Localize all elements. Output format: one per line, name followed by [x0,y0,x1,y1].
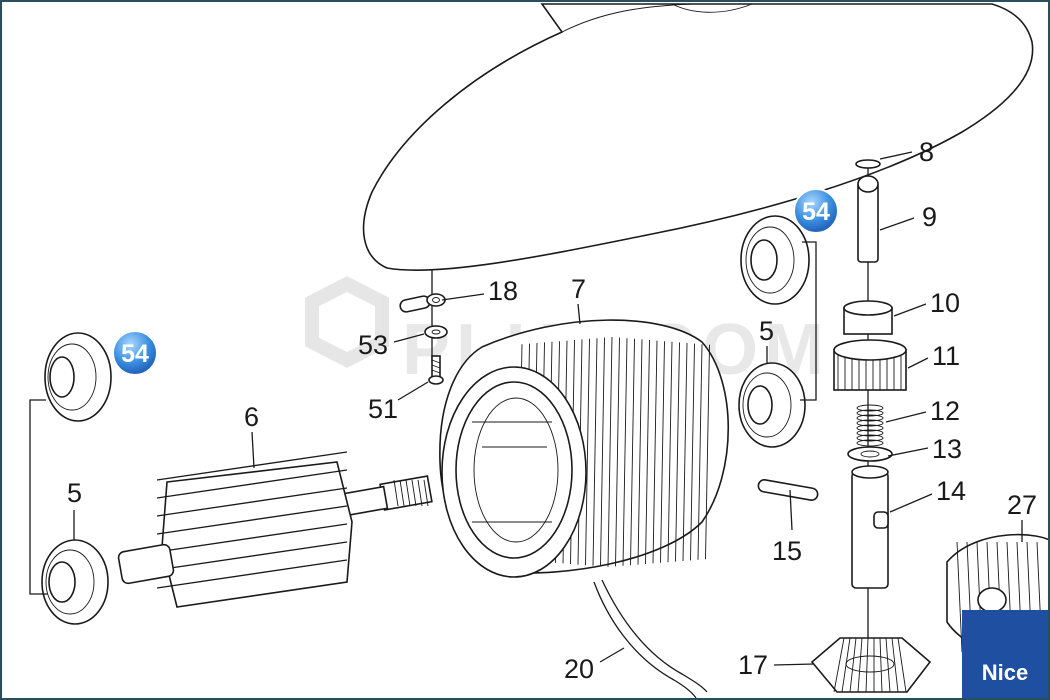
part-5-bearing-left [41,539,109,625]
part-12-spring [856,404,884,447]
part-8-ring [855,159,881,169]
label-part-7: 7 [571,274,586,304]
label-part-8: 8 [919,137,934,167]
label-part-5-left: 5 [67,478,82,508]
part-54-bearing-right [740,215,810,305]
label-part-12: 12 [930,396,960,426]
bracket-left [29,399,48,595]
part-53-washer [424,325,448,339]
part-17-bevel-gear [810,637,932,693]
part-13-washer [847,446,893,462]
label-part-51: 51 [368,394,398,424]
label-part-10: 10 [930,288,960,318]
callout-54-top-label: 54 [802,198,830,226]
part-14-shaft [851,465,889,589]
part-18-pin [399,293,446,313]
label-part-27: 27 [1007,490,1037,520]
label-part-15: 15 [772,536,802,566]
leader-lines [73,151,1023,666]
label-part-11: 11 [932,341,960,371]
label-part-5-right: 5 [759,316,774,346]
part-51-screw [428,355,444,385]
label-part-13: 13 [932,434,962,464]
label-part-20: 20 [564,654,594,684]
part-54-bearing-left [44,332,112,422]
housing-cover [362,3,1034,271]
part-9-pin [857,175,879,263]
label-part-14: 14 [936,476,966,506]
callout-54-top: 54 [793,188,839,234]
label-part-9: 9 [922,202,937,232]
bracket-right [800,241,817,401]
part-numbers: 8 9 10 11 12 13 14 15 17 27 18 7 53 51 6… [67,137,1037,684]
label-part-18: 18 [488,276,518,306]
part-20-wire [593,579,708,698]
callout-54-left: 54 [112,330,158,376]
part-11-gear [833,339,907,391]
brand-label: Nice [981,660,1029,685]
label-part-17: 17 [738,650,768,680]
part-6-rotor [117,451,433,608]
callout-54-left-label: 54 [121,340,149,368]
part-15-pin [757,479,819,501]
label-part-53: 53 [358,330,388,360]
part-10-bushing [843,300,893,335]
label-part-6: 6 [244,402,259,432]
brand-logo: Nice [962,610,1048,698]
part-7-stator [439,319,729,578]
part-5-bearing-right [738,362,806,448]
